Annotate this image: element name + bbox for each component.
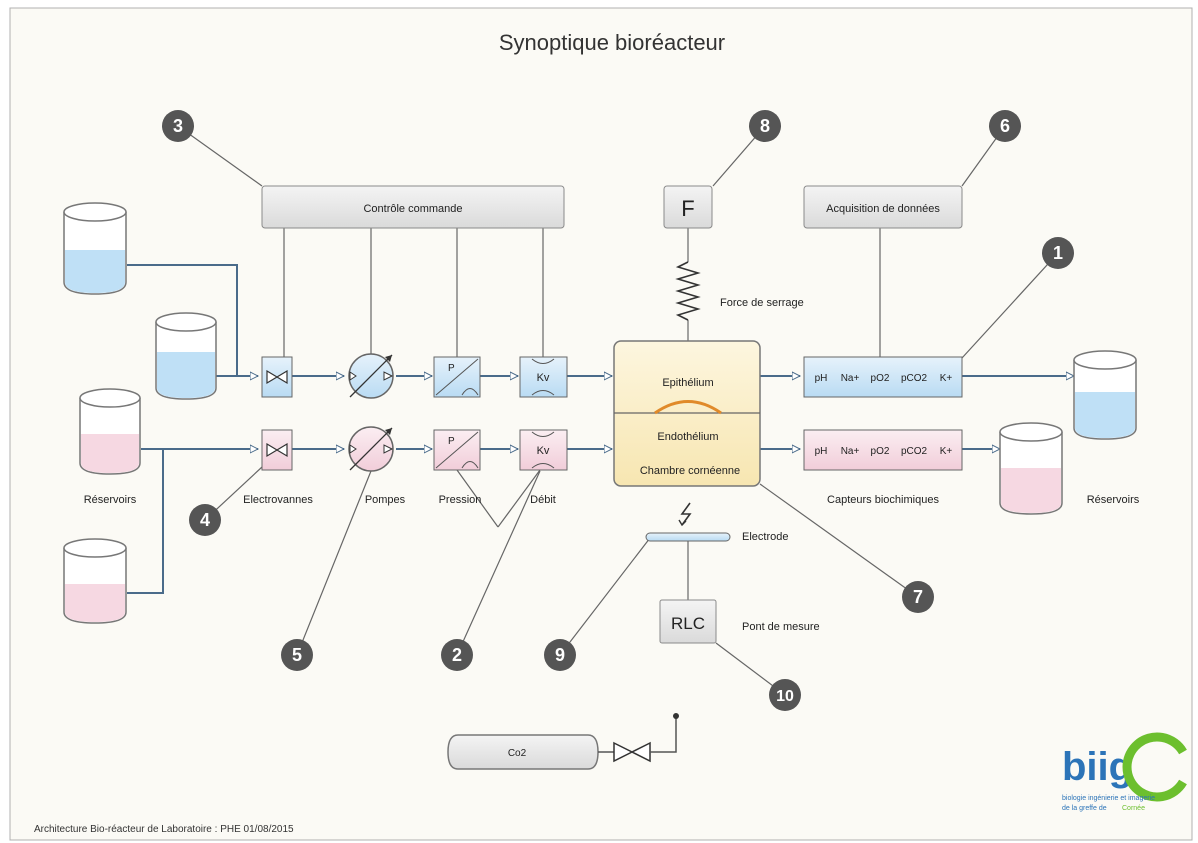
sensor-k-bottom: K+: [940, 446, 953, 457]
electrode-label: Electrode: [742, 531, 788, 543]
co2-valve: [598, 713, 679, 763]
sensor-na-bottom: Na+: [841, 446, 860, 457]
reservoir-right-pink: [999, 422, 1063, 515]
svg-text:8: 8: [760, 116, 770, 136]
electrode-bar: [645, 532, 731, 542]
svg-text:10: 10: [776, 688, 794, 705]
svg-text:2: 2: [452, 645, 462, 665]
pump-adjust-arrow-icon: [385, 428, 392, 435]
pipe-reservoir-1: [127, 264, 238, 376]
callout-9: 9: [544, 639, 576, 671]
diagram-title: Synoptique bioréacteur: [499, 30, 725, 55]
endothelium-label: Endothélium: [657, 431, 718, 443]
svg-text:3: 3: [173, 116, 183, 136]
reservoir-left-mid-blue: [155, 312, 217, 400]
valve-icon: [266, 369, 288, 385]
electrovannes-label: Electrovannes: [243, 494, 313, 506]
callout-5: 5: [281, 639, 313, 671]
pipe-lower-reservoirs: [127, 448, 164, 594]
biig-logo: biig biologie ingénierie et imagerie de …: [1062, 732, 1187, 812]
control-command-box: [261, 185, 565, 229]
force-box: [663, 185, 713, 229]
epithelium-label: Epithélium: [662, 377, 713, 389]
sensor-pco2-bottom: pCO2: [901, 446, 928, 457]
pont-label: Pont de mesure: [742, 621, 820, 633]
control-command-label: Contrôle commande: [363, 203, 462, 215]
valve-icon: [266, 442, 288, 458]
force-label: Force de serrage: [720, 297, 804, 309]
reservoirs-left-label: Réservoirs: [84, 494, 137, 506]
pump-adjust-arrow-icon: [385, 355, 392, 362]
sensor-na-top: Na+: [841, 373, 860, 384]
svg-text:5: 5: [292, 645, 302, 665]
reservoir-left-pink: [79, 388, 141, 475]
biochem-sensors-bottom: [803, 429, 963, 471]
sensor-po2-top: pO2: [871, 373, 890, 384]
logo-text: biig: [1062, 745, 1133, 789]
rlc-box: [659, 599, 717, 644]
pression-label: Pression: [439, 494, 482, 506]
cornea-shape: [654, 400, 722, 415]
pressure-top-label: P: [448, 363, 455, 374]
callout-3: 3: [162, 110, 194, 142]
sensor-k-top: K+: [940, 373, 953, 384]
debit-label: Débit: [530, 494, 556, 506]
pump-top: [348, 353, 394, 399]
logo-tagline-2: de la greffe de: [1062, 805, 1107, 812]
sensor-po2-bottom: pO2: [871, 446, 890, 457]
callout-1: 1: [1042, 237, 1074, 269]
reservoir-left-top-blue: [63, 202, 127, 295]
logo-c-icon: [1122, 732, 1187, 802]
logo-tagline-1: biologie ingénierie et imagerie: [1062, 795, 1155, 802]
data-acquisition-label: Acquisition de données: [826, 203, 940, 215]
spring-icon: [675, 261, 701, 321]
pressure-sensor-top: [433, 356, 481, 398]
biochem-sensors-top: [803, 356, 963, 398]
svg-text:4: 4: [200, 510, 210, 530]
sensor-pco2-top: pCO2: [901, 373, 928, 384]
data-acquisition-box: [803, 185, 963, 229]
rlc-label: RLC: [671, 614, 705, 633]
svg-text:9: 9: [555, 645, 565, 665]
svg-text:7: 7: [913, 587, 923, 607]
lightning-icon: [680, 502, 692, 526]
force-symbol: F: [681, 196, 694, 221]
reservoirs-right-label: Réservoirs: [1087, 494, 1140, 506]
callout-2: 2: [441, 639, 473, 671]
sensor-ph-bottom: pH: [815, 446, 828, 457]
flow-meter-top: [519, 356, 568, 398]
callout-6: 6: [989, 110, 1021, 142]
reservoir-right-blue: [1073, 350, 1137, 440]
svg-text:6: 6: [1000, 116, 1010, 136]
flow-meter-bottom: [519, 429, 568, 471]
capteurs-label: Capteurs biochimiques: [827, 494, 939, 506]
footer-note: Architecture Bio-réacteur de Laboratoire…: [34, 824, 294, 835]
lightning-arrow-icon: [678, 519, 687, 527]
pressure-sensor-bottom: [433, 429, 481, 471]
reservoir-left-bottom-pink: [63, 538, 127, 624]
pump-bottom: [348, 426, 394, 472]
co2-bottle: [447, 734, 599, 770]
control-lines: [177, 125, 1059, 696]
pipes: [127, 264, 1074, 594]
solenoid-valve-top: [261, 356, 293, 398]
chamber-name-label: Chambre cornéenne: [640, 465, 740, 477]
callout-8: 8: [749, 110, 781, 142]
flow-top-label: Kv: [537, 372, 550, 384]
callout-10: 10: [769, 679, 801, 711]
callout-7: 7: [902, 581, 934, 613]
logo-tagline-3: Cornée: [1122, 805, 1145, 812]
pompes-label: Pompes: [365, 494, 406, 506]
callout-4: 4: [189, 504, 221, 536]
sensor-ph-top: pH: [815, 373, 828, 384]
flow-bottom-label: Kv: [537, 445, 550, 457]
co2-label: Co2: [508, 748, 527, 759]
solenoid-valve-bottom: [261, 429, 293, 471]
pressure-bottom-label: P: [448, 436, 455, 447]
svg-text:1: 1: [1053, 243, 1063, 263]
